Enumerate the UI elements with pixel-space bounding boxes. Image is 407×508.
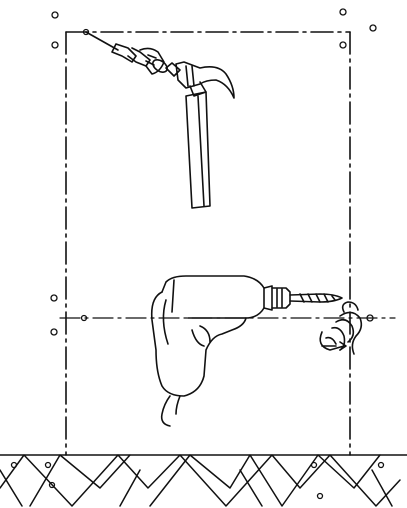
screw-hole	[339, 41, 347, 49]
screw-hole	[51, 11, 59, 19]
screw-hole	[82, 28, 90, 36]
screw-hole	[377, 461, 385, 469]
screw-hole	[48, 481, 56, 489]
screw-hole	[50, 294, 58, 302]
screw-hole	[339, 8, 347, 16]
screw-hole	[316, 492, 324, 500]
screw-hole	[44, 461, 52, 469]
screw-hole	[369, 24, 377, 32]
screw-hole	[50, 328, 58, 336]
wall-plug-icon	[85, 31, 168, 75]
screw-hole	[51, 41, 59, 49]
floor-hatching	[0, 454, 407, 507]
hand-grip-rotate-icon	[319, 301, 363, 355]
hammer-icon	[165, 61, 235, 209]
electric-drill-icon	[150, 275, 343, 427]
screw-hole	[80, 314, 88, 322]
mounting-panel	[65, 31, 351, 456]
screw-hole	[366, 314, 374, 322]
screw-holes	[10, 8, 385, 500]
